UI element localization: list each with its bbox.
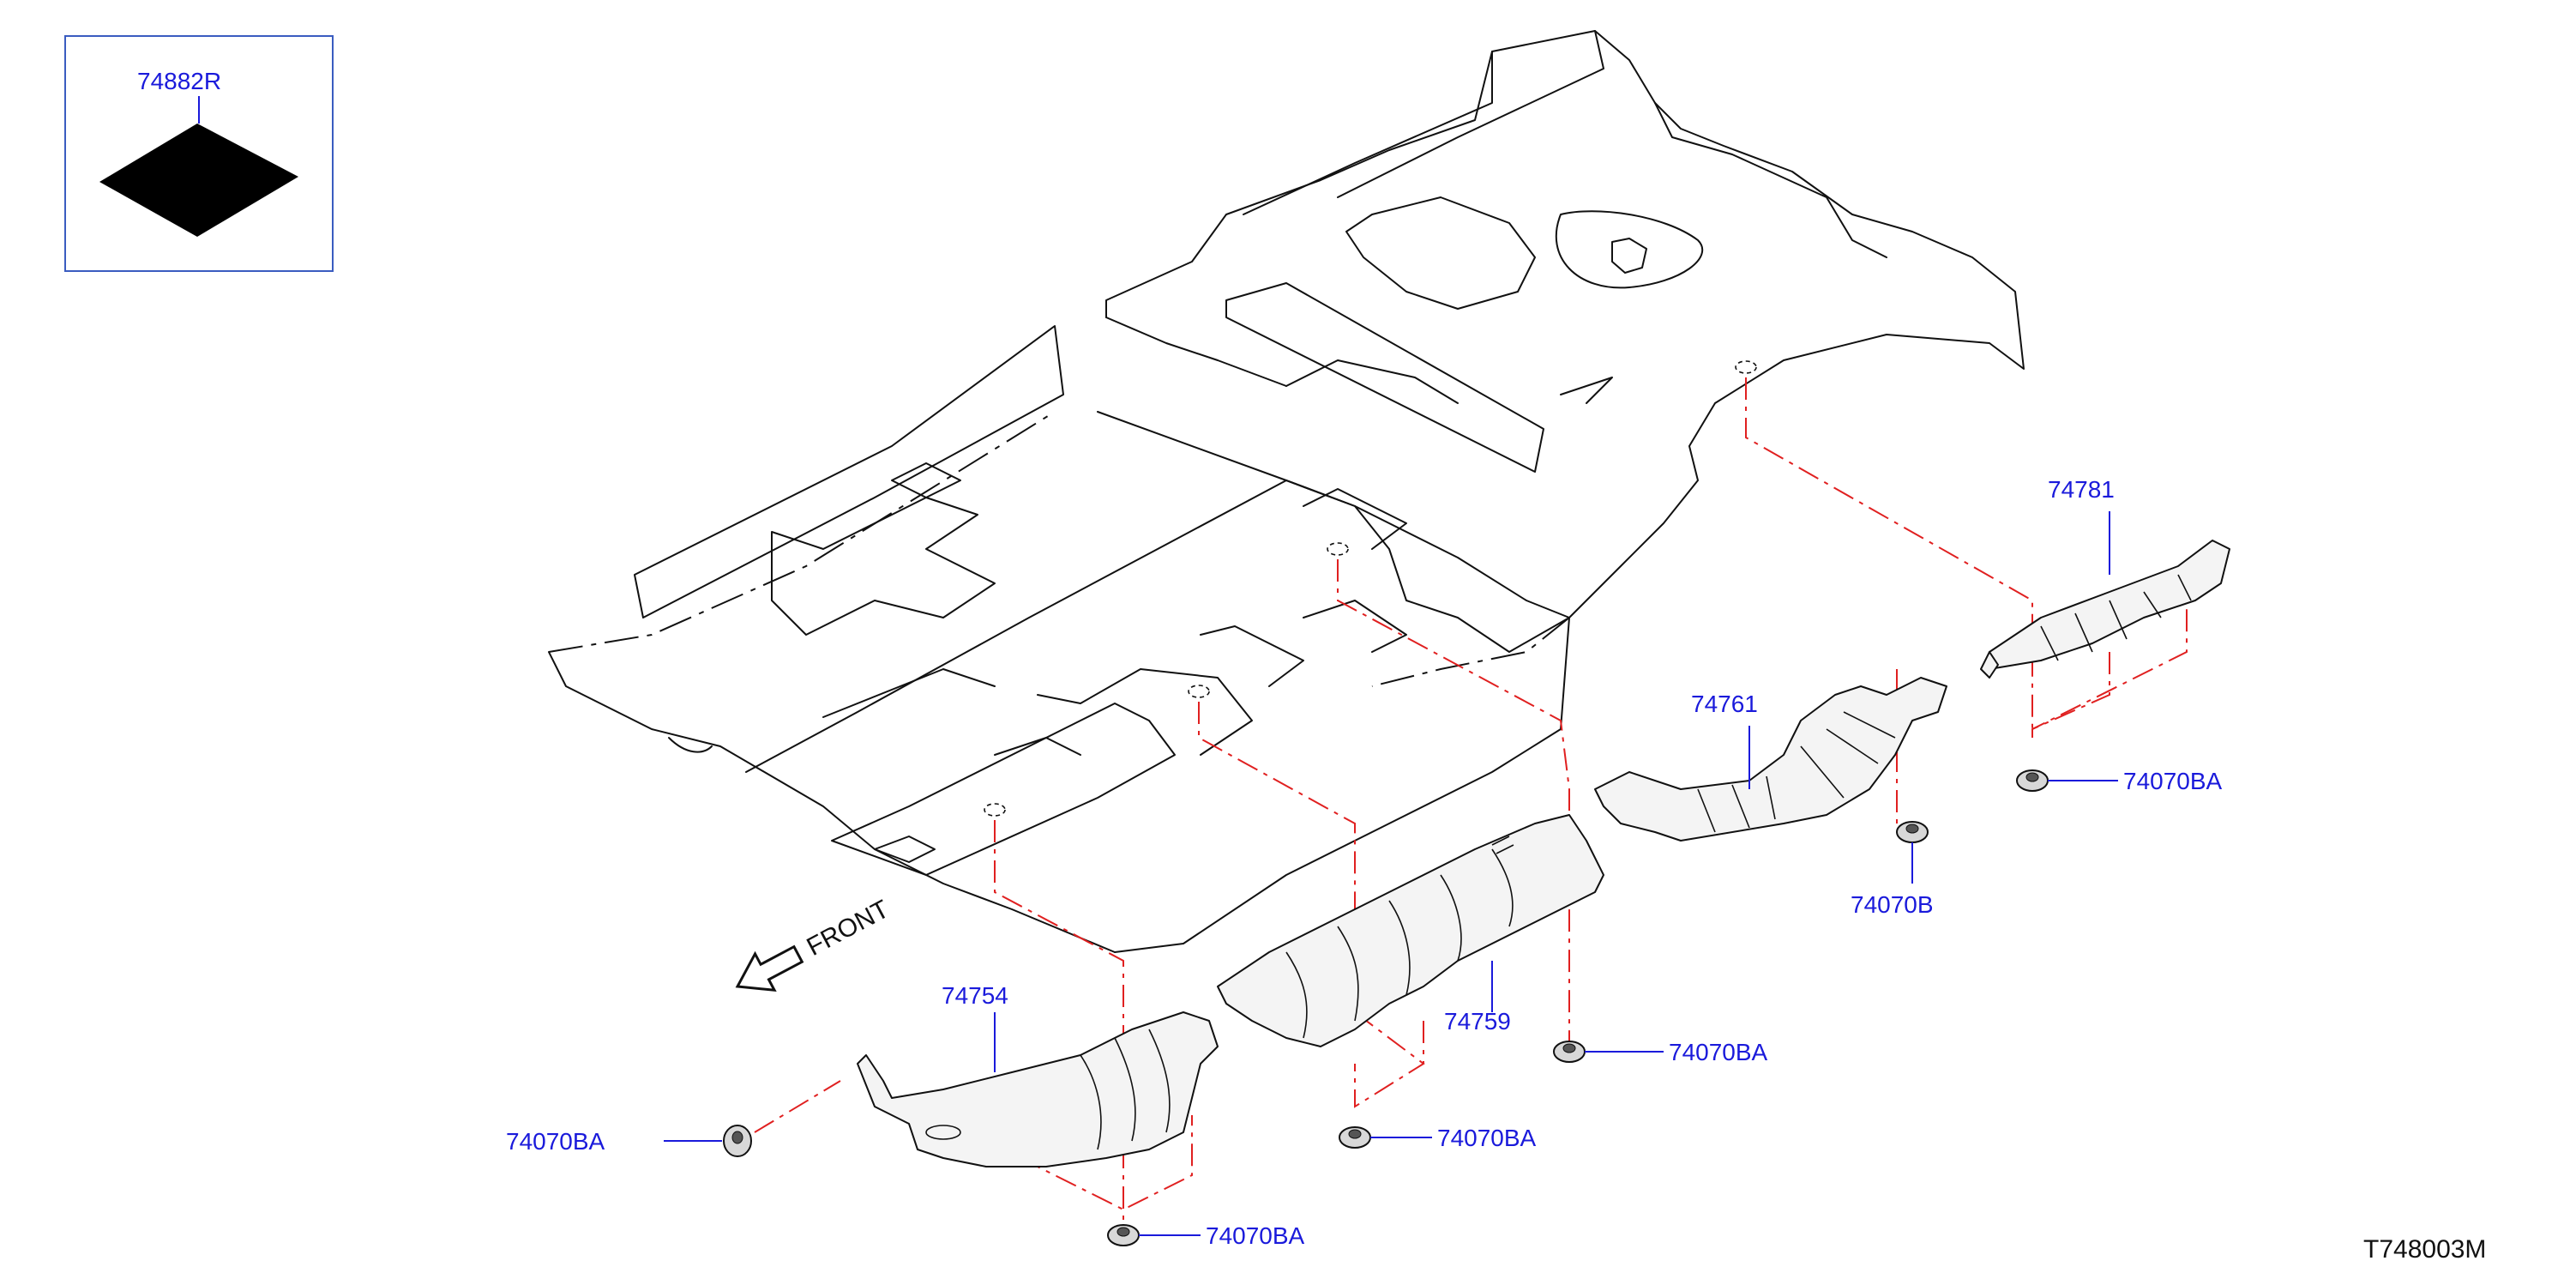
guide-front-bottom [1037,1107,1193,1211]
callout-74759[interactable]: 74759 [1444,1008,1511,1035]
floor-panel-body [548,30,2025,953]
inset-border [64,35,334,272]
guide-mid-shield [1198,702,1425,1108]
callout-74781[interactable]: 74781 [2048,476,2115,503]
guide-rear-mid [2031,652,2110,730]
mount-hole-rear [1735,360,1757,374]
callout-74070b[interactable]: 74070B [1851,891,1934,918]
inset-part-number-label[interactable]: 74882R [137,68,221,94]
guide-front-left [754,1080,841,1133]
heat-shield-74761[interactable] [1594,677,1947,842]
callout-74761[interactable]: 74761 [1691,691,1758,717]
floor-mount-holes [984,360,1757,817]
heat-shield-74759[interactable] [1217,814,1604,1047]
sound-insulator-swatch [99,124,298,237]
callout-74070ba-bottom[interactable]: 74070BA [1206,1222,1305,1249]
mount-hole-center [1327,542,1349,556]
mount-hole-front [984,803,1006,817]
clip-rear[interactable] [2016,769,2049,792]
callout-74070ba-rear[interactable]: 74070BA [2123,768,2223,794]
front-arrow-icon [735,944,804,992]
inset-panel: 74882R [64,35,334,272]
clips [723,769,2049,1246]
guide-front-shield [994,820,1124,1235]
callout-74070ba-center-right[interactable]: 74070BA [1669,1039,1768,1065]
callout-labels: 74781 74070BA 74761 74070B 74759 74070BA… [506,476,2223,1249]
callout-74754[interactable]: 74754 [942,982,1008,1009]
callout-74070ba-center-mid[interactable]: 74070BA [1437,1125,1537,1151]
heat-shield-74754[interactable] [857,1011,1219,1167]
clip-center-mid[interactable] [1339,1126,1371,1149]
clip-front-bottom[interactable] [1107,1224,1140,1246]
callout-74070ba-left[interactable]: 74070BA [506,1128,605,1155]
mount-hole-mid [1188,685,1210,698]
front-label: FRONT [802,895,894,962]
front-direction-indicator: FRONT [735,895,894,992]
guide-rear-heat-shield [1745,377,2033,738]
clip-center-right[interactable] [1553,1041,1586,1063]
clip-front-left[interactable] [723,1125,752,1157]
leader-lines [664,511,2118,1236]
heat-shield-74781[interactable] [1980,540,2230,679]
guide-rear-right [2031,600,2188,738]
clip-74070b[interactable] [1896,821,1929,843]
drawing-code: T748003M [2363,1235,2486,1264]
